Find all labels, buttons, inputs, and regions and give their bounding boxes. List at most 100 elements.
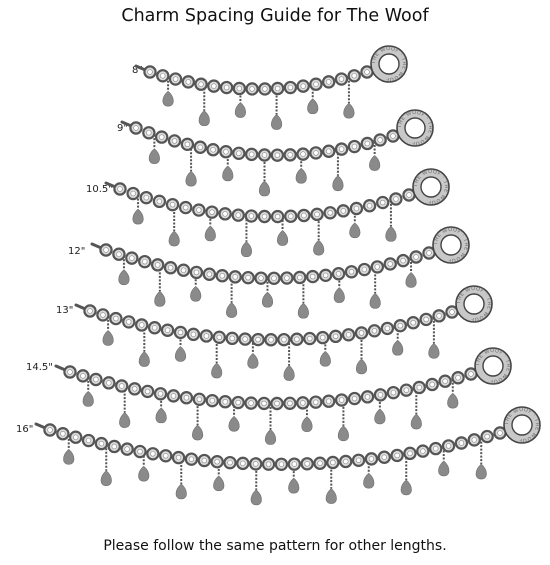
chain-link-hole (223, 149, 229, 155)
chain-link-hole (113, 315, 119, 322)
charm (369, 292, 381, 309)
charm (82, 390, 94, 407)
chain-link-hole (106, 380, 112, 386)
toggle-ring: THE WOOF · THE WOOF (455, 285, 493, 323)
charm (385, 225, 397, 242)
chain-link-hole (374, 264, 381, 270)
chain-link-hole (137, 448, 143, 455)
chain-link-hole (170, 393, 177, 399)
length-label: 9" (117, 123, 128, 134)
chain-link-hole (156, 198, 163, 205)
chain-link-hole (184, 141, 191, 148)
chain-link-hole (338, 76, 345, 82)
charm (155, 407, 167, 424)
chain-link-hole (73, 434, 79, 440)
chain-link-hole (210, 147, 216, 153)
chain-link-hole (313, 399, 319, 405)
chain-link-hole (255, 336, 261, 343)
guide-title: Charm Spacing Guide for The Woof (121, 6, 429, 26)
charm (297, 302, 309, 319)
chain-link-hole (196, 396, 203, 403)
chain-link-hole (317, 460, 323, 466)
charm (349, 222, 361, 239)
toggle-ring: THE WOOF · THE WOOF (412, 168, 450, 206)
chain-link-hole (406, 192, 412, 198)
chain-link-hole (304, 461, 310, 467)
chain-link-hole (307, 335, 313, 342)
chain-link-hole (322, 272, 329, 279)
chain-link-hole (338, 397, 345, 403)
length-label: 8" (132, 65, 143, 76)
chain-link-hole (169, 201, 176, 208)
charm (222, 165, 234, 182)
chain-link-hole (361, 266, 368, 273)
charm (192, 424, 204, 441)
chain-link-hole (157, 391, 164, 397)
charm (174, 346, 187, 362)
chain-link-hole (364, 394, 371, 400)
chain-link-hole (150, 451, 156, 457)
chain-link-hole (197, 144, 203, 150)
chain-link-hole (274, 152, 281, 158)
chain-link-hole (124, 446, 130, 452)
charm (138, 465, 150, 482)
chain-link-hole (387, 261, 393, 267)
chain-link-hole (407, 450, 413, 457)
toggle-ring: THE WOOF · THE WOOF (474, 347, 512, 385)
chain-link-hole (131, 386, 138, 392)
chain-link-hole (265, 461, 272, 467)
chain-link-hole (203, 333, 210, 339)
charm (118, 269, 130, 286)
chain-link-hole (436, 313, 442, 319)
charm (211, 362, 223, 379)
length-label: 13" (56, 305, 73, 316)
bracelet-row: 16"THE WOOF · THE WOOF (16, 406, 541, 506)
chain-link-hole (262, 86, 268, 92)
charm (213, 475, 225, 492)
charm (428, 342, 440, 359)
chain-link-hole (111, 443, 117, 450)
charm (261, 291, 274, 308)
chain-link-hole (209, 209, 215, 215)
chain-link-hole (154, 262, 161, 268)
chain-link-hole (471, 437, 477, 443)
chain-link-hole (214, 458, 220, 465)
chain-link-hole (278, 461, 285, 467)
toggle-ring: THE WOOF · THE WOOF (432, 226, 470, 264)
chain-link-hole (497, 430, 503, 436)
length-label: 10.5" (86, 184, 113, 195)
chain-link-hole (143, 194, 149, 201)
chain-link-hole (182, 204, 189, 211)
chain-link-hole (301, 212, 307, 219)
chain-link-hole (222, 399, 228, 405)
chain-link-hole (248, 400, 254, 406)
chain-link-hole (177, 329, 184, 336)
chain-link-hole (100, 312, 106, 318)
chain-link-hole (335, 271, 342, 277)
chain-link-hole (394, 452, 400, 459)
chain-link-hole (248, 213, 255, 219)
chain-link-hole (222, 211, 228, 217)
chain-link-hole (433, 445, 439, 452)
chain-link-hole (116, 251, 122, 257)
chain-link-hole (142, 258, 148, 265)
chain-link-hole (193, 269, 200, 276)
charm (405, 272, 417, 288)
chain-link-hole (87, 308, 93, 314)
chain-link-hole (400, 257, 406, 264)
chain-link-hole (248, 151, 255, 158)
chain-link-hole (103, 247, 109, 253)
chain-link-hole (180, 267, 187, 273)
chain-link-hole (345, 332, 352, 338)
chain-link-hole (240, 460, 246, 467)
chain-link-hole (129, 255, 135, 261)
chain-link-hole (236, 150, 242, 156)
charm (410, 413, 422, 430)
chain-link-hole (85, 437, 92, 444)
chain-link-hole (284, 275, 290, 281)
chain-link-hole (313, 150, 319, 156)
chain-link-hole (287, 152, 293, 158)
chain-link-hole (261, 213, 268, 220)
chain-link-hole (258, 275, 264, 281)
chain-link-hole (442, 378, 448, 384)
